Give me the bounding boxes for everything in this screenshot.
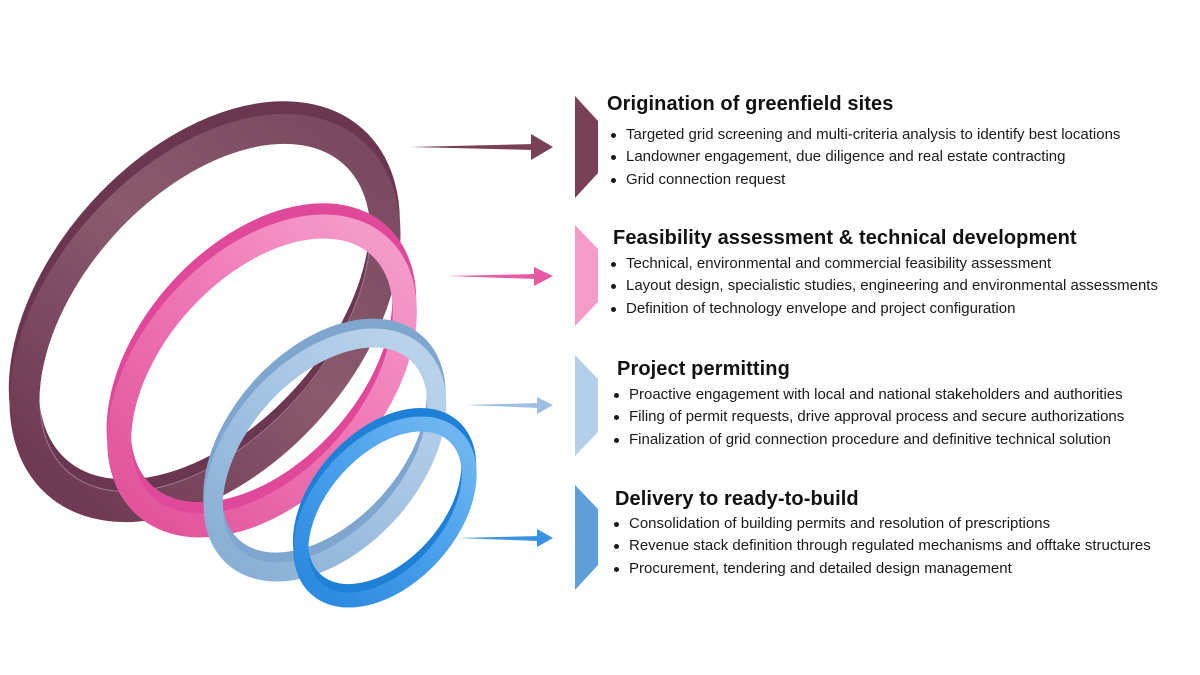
stage-bullets: Consolidation of building permits and re… (611, 513, 1151, 580)
chevron-permitting-marker (575, 355, 598, 456)
arrow-feasibility (447, 267, 553, 286)
stage-title: Project permitting (617, 358, 790, 380)
stage-title: Delivery to ready-to-build (615, 488, 859, 510)
ring-origination-face (9, 113, 401, 523)
stage-title: Origination of greenfield sites (607, 93, 894, 115)
bullet-item: Filing of permit requests, drive approva… (611, 406, 1124, 428)
ring-origination-edge (39, 144, 371, 492)
bullet-item: Finalization of grid connection procedur… (611, 429, 1124, 451)
arrow-permitting (465, 397, 553, 414)
stage-bullets: Targeted grid screening and multi-criter… (608, 124, 1120, 191)
bullet-item: Landowner engagement, due diligence and … (608, 146, 1120, 168)
arrow-delivery (458, 529, 553, 547)
stage-title: Feasibility assessment & technical devel… (613, 227, 1077, 249)
stage-bullets: Proactive engagement with local and nati… (611, 384, 1124, 451)
ring-permitting-face (203, 328, 447, 582)
arrow-origination (410, 134, 553, 160)
bullet-item: Procurement, tendering and detailed desi… (611, 558, 1151, 580)
chevron-feasibility-marker (575, 225, 598, 326)
bullet-item: Revenue stack definition through regulat… (611, 535, 1151, 557)
ring-delivery (292, 407, 477, 608)
bullet-item: Definition of technology envelope and pr… (608, 298, 1158, 320)
ring-delivery-face (293, 416, 477, 608)
bullet-item: Consolidation of building permits and re… (611, 513, 1151, 535)
bullet-item: Technical, environmental and commercial … (608, 253, 1158, 275)
chevron-delivery-marker (575, 485, 598, 590)
chevron-origination-marker (575, 96, 598, 198)
bullet-item: Proactive engagement with local and nati… (611, 384, 1124, 406)
ring-permitting (203, 318, 447, 582)
bullet-item: Targeted grid screening and multi-criter… (608, 124, 1120, 146)
ring-origination (8, 101, 401, 523)
bullet-item: Grid connection request (608, 169, 1120, 191)
stage-bullets: Technical, environmental and commercial … (608, 253, 1158, 320)
bullet-item: Layout design, specialistic studies, eng… (608, 275, 1158, 297)
